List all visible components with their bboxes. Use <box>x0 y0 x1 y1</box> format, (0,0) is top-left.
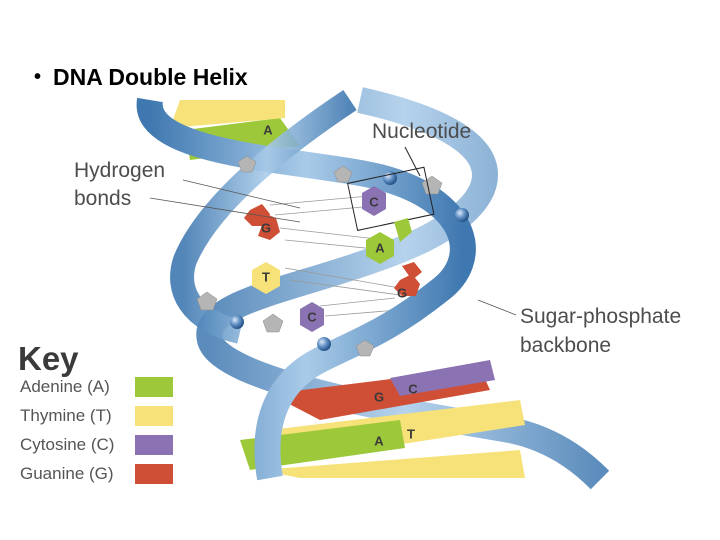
key-swatch-cytosine <box>135 435 173 455</box>
label-hydrogen-line2: bonds <box>74 187 131 210</box>
base-label: T <box>262 270 270 285</box>
base-guanine-1: G <box>244 204 280 240</box>
base-thymine-1: T <box>252 262 280 294</box>
title-text: DNA Double Helix <box>53 64 248 90</box>
label-sugar-line2: backbone <box>520 334 611 357</box>
key-item-thymine: Thymine (T) <box>20 406 173 426</box>
key-item-guanine: Guanine (G) <box>20 464 173 484</box>
key-swatch-guanine <box>135 464 173 484</box>
base-label: A <box>374 434 384 449</box>
base-adenine-1: A <box>366 218 412 264</box>
base-label: A <box>375 241 385 256</box>
label-hydrogen-bonds: Hydrogen bonds <box>74 159 301 223</box>
base-label: G <box>397 286 407 301</box>
sugar-pentagons <box>196 155 443 357</box>
key-title: Key <box>18 340 79 377</box>
key-item-adenine: Adenine (A) <box>20 377 173 397</box>
key-label-thymine: Thymine (T) <box>20 406 112 425</box>
title-bullet: • <box>34 66 42 88</box>
key-label-guanine: Guanine (G) <box>20 464 114 483</box>
label-sugar-phosphate-backbone: Sugar-phosphate backbone <box>477 299 681 357</box>
phosphate-balls <box>230 171 469 351</box>
label-sugar-line1: Sugar-phosphate <box>520 305 681 328</box>
base-cytosine-2: C <box>300 302 324 332</box>
key-item-cytosine: Cytosine (C) <box>20 435 173 455</box>
base-label: C <box>369 195 379 210</box>
base-label: G <box>261 221 271 236</box>
nucleotide-pointer-line <box>404 146 421 177</box>
base-label: C <box>408 382 418 397</box>
base-label: T <box>407 427 415 442</box>
key-swatch-thymine <box>135 406 173 426</box>
key-swatch-adenine <box>135 377 173 397</box>
base-label: A <box>263 123 273 138</box>
key-legend: Key Adenine (A) Thymine (T) Cytosine (C)… <box>18 340 173 484</box>
key-label-cytosine: Cytosine (C) <box>20 435 114 454</box>
base-guanine-2: G <box>394 262 422 301</box>
label-hydrogen-line1: Hydrogen <box>74 159 165 182</box>
label-nucleotide: Nucleotide <box>372 120 471 143</box>
base-pair-at-bottom: A T <box>374 427 415 449</box>
base-cytosine-1: C <box>362 186 386 216</box>
key-label-adenine: Adenine (A) <box>20 377 110 396</box>
base-adenine-top: A <box>263 123 273 138</box>
slide-title: • DNA Double Helix <box>34 64 248 91</box>
base-label: C <box>307 310 317 325</box>
backbone-strand-upper-front <box>170 90 357 344</box>
base-pair-gc-bottom: G C <box>374 382 418 405</box>
base-label: G <box>374 390 384 405</box>
